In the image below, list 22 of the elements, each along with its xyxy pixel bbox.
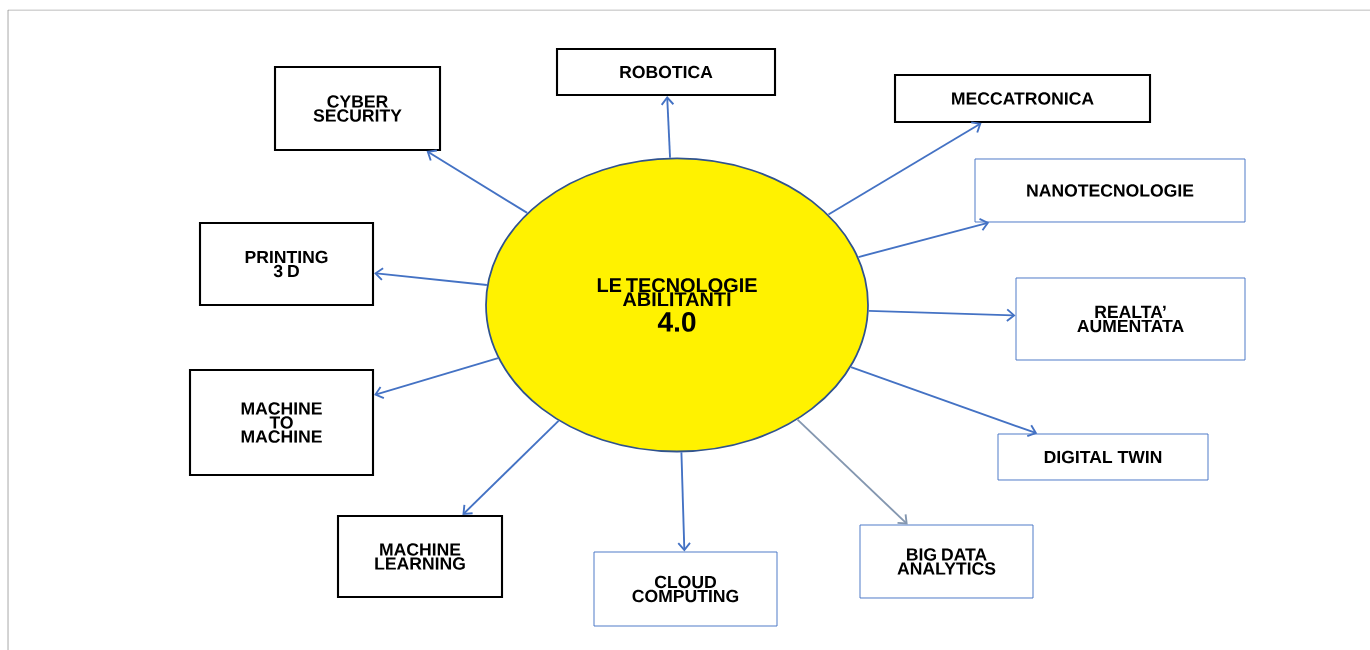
topic-box: REALTA’ AUMENTATA: [1015, 277, 1246, 361]
topic-box: BIG DATA ANALYTICS: [859, 524, 1034, 599]
arrow: [374, 357, 499, 400]
topic-box: DIGITAL TWIN: [997, 433, 1209, 481]
arrow: [426, 149, 529, 214]
arrow: [850, 366, 1038, 438]
arrow: [660, 96, 675, 159]
arrow: [867, 308, 1016, 322]
topic-box: NANOTECNOLOGIE: [974, 158, 1246, 223]
topic-box: MACHINE LEARNING: [336, 514, 504, 599]
topic-box: MECCATRONICA: [893, 73, 1152, 124]
arrow: [796, 418, 908, 525]
topic-box: CLOUD COMPUTING: [593, 551, 778, 627]
arrow: [374, 267, 488, 286]
arrow: [462, 420, 560, 515]
arrow: [677, 451, 691, 552]
arrow: [827, 121, 982, 216]
topic-box: ROBOTICA: [555, 47, 777, 97]
topic-box: CYBER SECURITY: [273, 65, 442, 152]
arrow: [857, 218, 990, 258]
topic-box: PRINTING 3 D: [198, 221, 375, 307]
topic-box: MACHINE TO MACHINE: [188, 368, 375, 477]
